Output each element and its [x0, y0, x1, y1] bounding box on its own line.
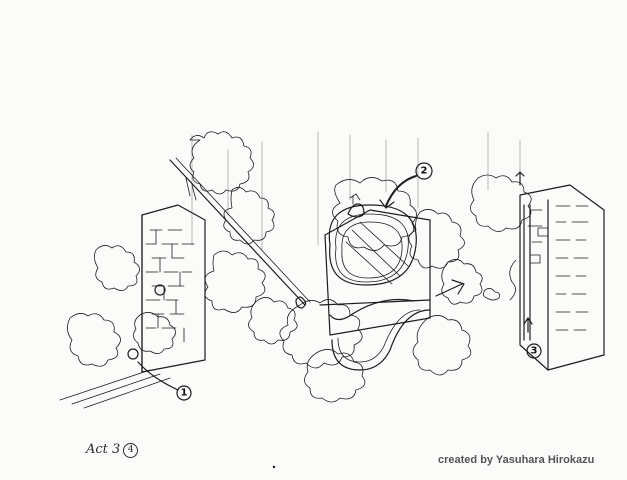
marker-3-label: 3 — [531, 346, 538, 357]
construction-lines — [191, 131, 521, 251]
page-label-text: Act 3 — [86, 442, 121, 457]
marker-1: 1 — [137, 361, 192, 401]
central-loop-structure — [319, 193, 465, 371]
left-brick-wall — [59, 204, 206, 409]
marker-1-label: 1 — [181, 388, 188, 399]
ink-dot — [272, 465, 276, 469]
marker-2-label: 2 — [421, 166, 428, 177]
marker-2: 2 — [379, 162, 433, 209]
credit-text: created by Yasuhara Hirokazu — [438, 454, 595, 466]
right-brick-tower — [483, 171, 605, 371]
marker-3: 3 — [523, 317, 542, 359]
page-label-number: 4 — [123, 443, 139, 458]
diagonal-rail — [169, 157, 311, 309]
foliage — [67, 131, 532, 403]
